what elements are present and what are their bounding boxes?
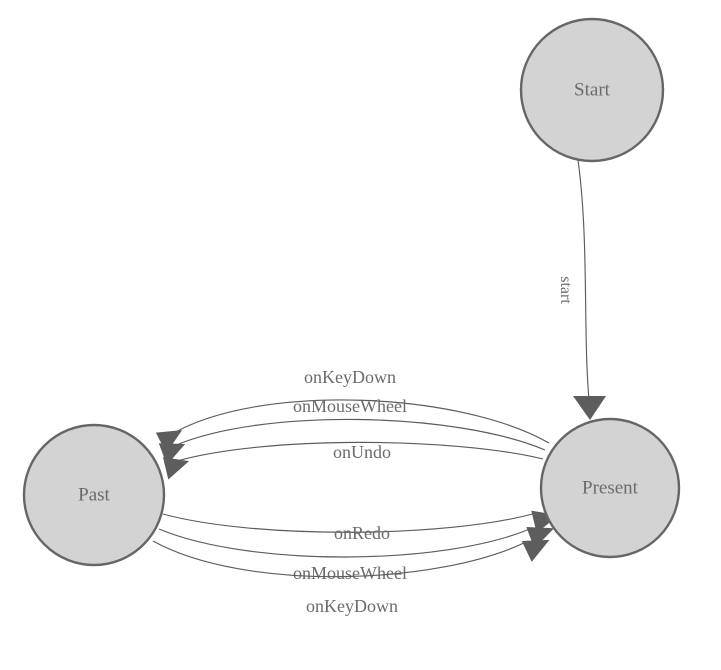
node-start[interactable]: Start (519, 17, 665, 163)
edge-path (171, 399, 550, 444)
edge-path (176, 441, 544, 462)
node-label: Past (78, 485, 110, 506)
arrowhead-icon (155, 430, 183, 454)
arrowhead-icon (521, 539, 550, 562)
edge-label: onUndo (333, 442, 391, 462)
edge-path (152, 540, 529, 578)
edge-present-to-past-onkeydown[interactable]: onKeyDown (155, 367, 550, 454)
arrowhead-icon (573, 396, 606, 420)
node-past[interactable]: Past (22, 423, 166, 567)
node-shape (22, 423, 166, 567)
node-shape (519, 17, 665, 163)
edge-past-to-present-onkeydown[interactable]: onKeyDown (152, 529, 555, 616)
edge-path (173, 418, 546, 451)
edge-label: onKeyDown (304, 367, 396, 387)
edge-label: start (557, 276, 574, 304)
edge-past-to-present-onredo[interactable]: onRedo (162, 504, 562, 543)
edge-past-to-present-onmousewheel[interactable]: onMouseWheel (158, 517, 558, 583)
edge-present-to-past-onundo[interactable]: onUndo (162, 441, 544, 480)
node-label: Present (582, 478, 639, 499)
node-label: Start (574, 80, 611, 101)
edge-label: onMouseWheel (293, 396, 407, 416)
edge-present-to-past-onmousewheel[interactable]: onMouseWheel (158, 396, 546, 465)
edge-label: onMouseWheel (293, 563, 407, 583)
edge-label: onRedo (334, 523, 390, 543)
edge-path (162, 512, 537, 533)
edge-start-to-present[interactable]: start (557, 159, 606, 420)
edge-path (158, 527, 533, 558)
arrowhead-icon (162, 457, 190, 480)
node-present[interactable]: Present (539, 417, 681, 559)
node-shape (539, 417, 681, 559)
edge-path (577, 159, 590, 401)
edge-label: onKeyDown (306, 596, 398, 616)
